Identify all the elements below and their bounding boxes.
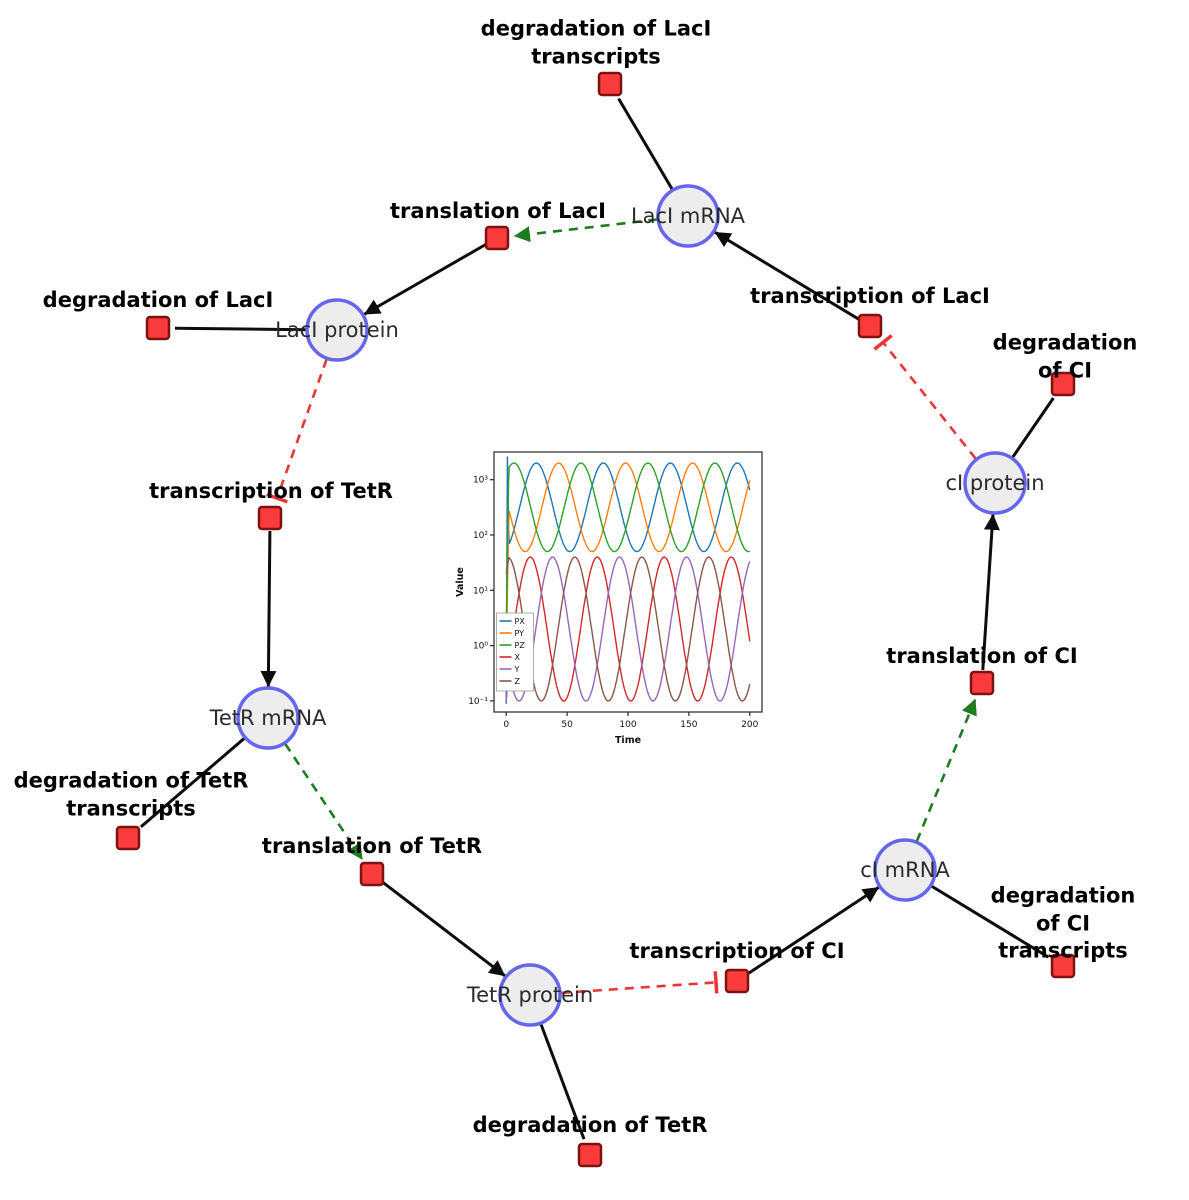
species-label-ci_mrna: cI mRNA xyxy=(860,858,950,882)
edge-inhibition-ci_protein-transcr_laci xyxy=(873,334,977,460)
x-tick-label: 50 xyxy=(561,720,573,730)
legend-label-X: X xyxy=(515,653,521,662)
species-label-laci_protein: LacI protein xyxy=(275,318,399,342)
reaction-node-transcr_laci[interactable] xyxy=(857,313,883,339)
reaction-label-deg_ci: degradation of CI xyxy=(992,330,1138,382)
species-node-tetr_protein[interactable] xyxy=(498,963,562,1027)
reaction-label-transcr_laci: transcription of LacI xyxy=(750,284,990,309)
y-tick-label: 10² xyxy=(473,531,488,541)
reaction-label-transcr_ci: transcription of CI xyxy=(629,939,845,964)
reaction-node-transcr_tetr[interactable] xyxy=(257,505,283,531)
x-tick-label: 150 xyxy=(680,720,697,730)
reaction-node-deg_ci_tx[interactable] xyxy=(1050,953,1076,979)
reaction-label-transl_laci: translation of LacI xyxy=(390,199,606,224)
species-node-ci_protein[interactable] xyxy=(963,451,1027,515)
reaction-node-transl_laci[interactable] xyxy=(484,225,510,251)
edge-product-transl_tetr-tetr_protein xyxy=(381,880,507,978)
legend-label-PX: PX xyxy=(515,617,526,626)
edge-inhibition-tetr_protein-transcr_ci xyxy=(560,971,719,995)
reaction-node-transl_ci[interactable] xyxy=(969,670,995,696)
edge-product-transl_ci-ci_protein xyxy=(981,513,1000,671)
reaction-label-transl_tetr: translation of TetR xyxy=(261,834,483,859)
x-axis-label: Time xyxy=(615,735,641,746)
y-tick-label: 10³ xyxy=(473,476,488,486)
species-node-laci_mrna[interactable] xyxy=(656,184,720,248)
series-Z xyxy=(505,556,751,702)
reaction-node-deg_laci[interactable] xyxy=(145,315,171,341)
reaction-label-deg_tetr: degradation of TetR xyxy=(472,1113,708,1138)
edge-reactant-ci_protein-deg_ci xyxy=(1011,397,1055,459)
reaction-label-deg_ci_tx: degradation of CI transcripts xyxy=(990,883,1136,963)
edge-modifier-tetr_mrna-transl_tetr xyxy=(284,743,364,861)
edge-modifier-laci_mrna-transl_laci xyxy=(513,218,658,243)
y-tick-label: 10⁻¹ xyxy=(468,697,488,707)
reaction-node-deg_laci_tx[interactable] xyxy=(597,71,623,97)
species-node-tetr_mrna[interactable] xyxy=(236,686,300,750)
legend-box xyxy=(496,612,534,692)
reaction-node-deg_tetr_tx[interactable] xyxy=(115,825,141,851)
x-tick-label: 100 xyxy=(619,720,636,730)
legend-label-Y: Y xyxy=(514,665,520,674)
edge-product-transl_laci-laci_protein xyxy=(363,243,487,316)
edge-product-transcr_ci-ci_mrna xyxy=(746,885,880,976)
species-label-ci_protein: cI protein xyxy=(945,471,1045,495)
edge-modifier-ci_mrna-transl_ci xyxy=(915,698,977,842)
series-PY xyxy=(505,462,751,668)
y-axis-label: Value xyxy=(455,567,466,597)
series-PX xyxy=(505,456,751,704)
series-PZ xyxy=(505,462,751,630)
edge-reactant-laci_mrna-deg_laci_tx xyxy=(617,97,674,191)
species-label-tetr_protein: TetR protein xyxy=(466,983,594,1007)
reaction-node-transcr_ci[interactable] xyxy=(724,968,750,994)
x-tick-label: 0 xyxy=(503,720,509,730)
edge-product-transcr_tetr-tetr_mrna xyxy=(260,530,277,688)
species-node-ci_mrna[interactable] xyxy=(873,838,937,902)
reaction-label-deg_laci: degradation of LacI xyxy=(42,288,274,313)
reaction-node-deg_tetr[interactable] xyxy=(577,1142,603,1168)
legend-label-PY: PY xyxy=(515,629,525,638)
species-label-laci_mrna: LacI mRNA xyxy=(630,204,746,228)
series-Y xyxy=(505,556,751,702)
edge-reactant-tetr_mrna-deg_tetr_tx xyxy=(139,737,246,829)
reaction-label-deg_laci_tx: degradation of LacI transcripts xyxy=(480,16,712,68)
legend-label-PZ: PZ xyxy=(515,641,526,650)
reaction-label-transcr_tetr: transcription of TetR xyxy=(149,479,393,504)
reaction-label-transl_ci: translation of CI xyxy=(886,644,1078,669)
reaction-node-deg_ci[interactable] xyxy=(1050,371,1076,397)
x-tick-label: 200 xyxy=(741,720,758,730)
species-node-laci_protein[interactable] xyxy=(305,298,369,362)
y-tick-label: 10⁰ xyxy=(473,642,488,652)
y-tick-label: 10¹ xyxy=(473,586,488,596)
reaction-label-deg_tetr_tx: degradation of TetR transcripts xyxy=(13,768,249,820)
edge-inhibition-laci_protein-transcr_tetr xyxy=(266,358,328,504)
species-label-tetr_mrna: TetR mRNA xyxy=(209,706,327,730)
edge-product-transcr_laci-laci_mrna xyxy=(713,230,860,321)
edge-reactant-laci_protein-deg_laci xyxy=(174,326,307,332)
edge-reactant-ci_mrna-deg_ci_tx xyxy=(930,884,1050,959)
legend-label-Z: Z xyxy=(515,677,521,686)
edge-reactant-tetr_protein-deg_tetr xyxy=(539,1023,586,1140)
reaction-node-transl_tetr[interactable] xyxy=(359,861,385,887)
